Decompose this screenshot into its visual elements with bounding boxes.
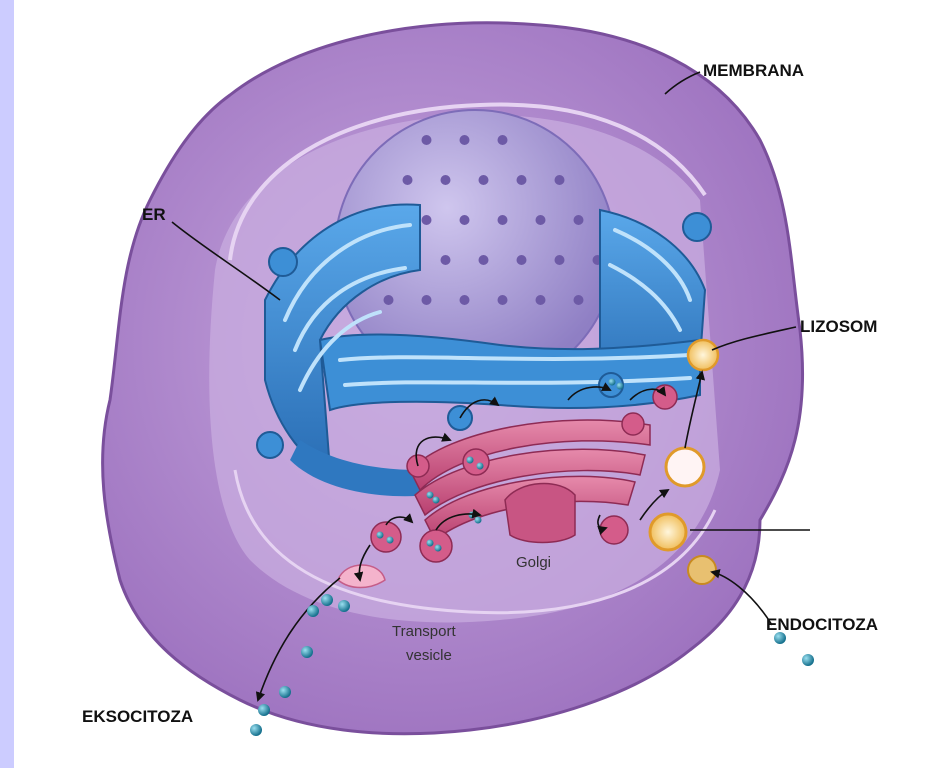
er-label: ER	[142, 205, 166, 224]
nuclear-pore	[517, 175, 527, 185]
cargo-molecule	[427, 492, 434, 499]
endocitoza-label: ENDOCITOZA	[766, 615, 878, 634]
cargo-molecule	[477, 463, 484, 470]
nuclear-pore	[536, 295, 546, 305]
extracellular-molecule	[301, 646, 313, 658]
cargo-molecule	[377, 532, 384, 539]
extracellular-molecule	[307, 605, 319, 617]
nuclear-pore	[574, 215, 584, 225]
nuclear-pore	[422, 295, 432, 305]
extracellular-molecule	[250, 724, 262, 736]
nuclear-pore	[422, 135, 432, 145]
nuclear-pore	[441, 175, 451, 185]
golgi-label: Golgi	[516, 554, 551, 571]
cargo-molecule	[609, 379, 616, 386]
extracellular-molecule	[279, 686, 291, 698]
nuclear-pore	[555, 175, 565, 185]
nuclear-pore	[555, 255, 565, 265]
nuclear-pore	[422, 215, 432, 225]
cargo-molecule	[469, 512, 476, 519]
nuclear-pore	[498, 295, 508, 305]
membrana-label: MEMBRANA	[703, 61, 804, 80]
cargo-molecule	[435, 545, 442, 552]
lizosom-label: LIZOSOM	[800, 317, 877, 336]
nuclear-pore	[479, 175, 489, 185]
extracellular-molecule	[338, 600, 350, 612]
extracellular-molecule	[802, 654, 814, 666]
nuclear-pore	[498, 135, 508, 145]
transport-vesicle-label-1: Transport	[392, 623, 456, 640]
nuclear-pore	[517, 255, 527, 265]
transport-vesicle-label-2: vesicle	[406, 647, 452, 664]
nuclear-pore	[384, 295, 394, 305]
cargo-molecule	[475, 517, 482, 524]
nuclear-pore	[479, 255, 489, 265]
cargo-molecule	[467, 457, 474, 464]
cargo-molecule	[387, 537, 394, 544]
nuclear-pore	[498, 215, 508, 225]
cargo-molecule	[427, 540, 434, 547]
extracellular-molecule	[321, 594, 333, 606]
cargo-molecule	[433, 497, 440, 504]
nuclear-pore	[460, 215, 470, 225]
eksocitoza-label: EKSOCITOZA	[82, 707, 193, 726]
nuclear-pore	[574, 295, 584, 305]
nuclear-pore	[441, 255, 451, 265]
nuclear-pore	[536, 215, 546, 225]
cargo-molecule	[617, 383, 624, 390]
nuclear-pore	[460, 135, 470, 145]
nuclear-pore	[460, 295, 470, 305]
extracellular-molecule	[258, 704, 270, 716]
nuclear-pore	[403, 175, 413, 185]
